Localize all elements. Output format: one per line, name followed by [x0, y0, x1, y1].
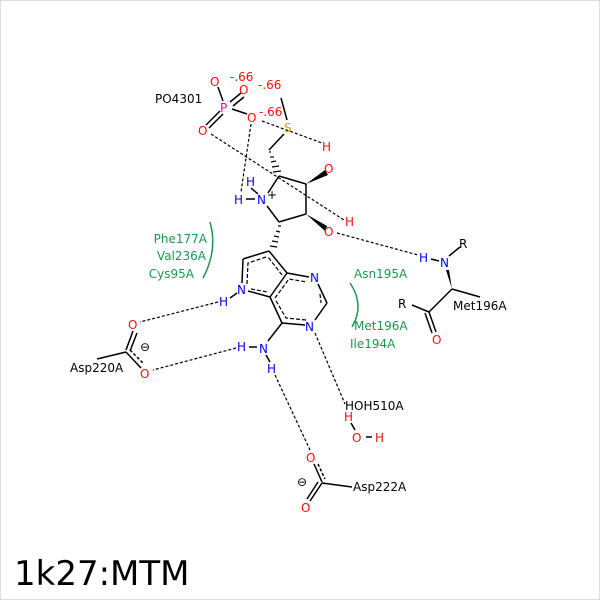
hydrogen-atom: H: [234, 193, 243, 207]
oxygen-atom: O: [198, 124, 207, 138]
residue-label-met196: Met196A: [453, 299, 507, 313]
charge-label: -.66: [230, 70, 253, 84]
nitrogen-atom: N: [257, 193, 266, 207]
hydrogen-atom: H: [246, 175, 255, 189]
nitrogen-atom: N: [237, 283, 246, 297]
oxygen-atom: O: [128, 318, 137, 332]
hydrogen-atom: H: [345, 215, 354, 229]
hbond: [274, 374, 311, 451]
hydrogen-atom: H: [237, 340, 246, 354]
oxygen-atom: O: [301, 501, 310, 515]
nitrogen-atom: N: [310, 271, 319, 285]
diagram-title: 1k27:MTM: [14, 554, 189, 594]
hydrophobic-residue: Met196A: [354, 319, 408, 333]
hbond: [210, 133, 345, 221]
hydrogen-atom: H: [419, 251, 428, 265]
hydrophobic-residue: Val236A: [157, 249, 207, 263]
hydrogen-atom: H: [219, 295, 228, 309]
oxygen-atom: O: [140, 367, 149, 381]
hydrogen-bonds: [139, 120, 419, 451]
hydrogen-atom: H: [322, 140, 331, 154]
hydrophobic-residue: Phe177A: [154, 232, 208, 246]
nitrogen-atom: N: [440, 256, 449, 270]
nitrogen-atom: N: [259, 342, 268, 356]
r-group: R: [459, 237, 467, 251]
residue-label-po4: PO4301: [155, 92, 202, 106]
hydrophobic-arc: [202, 221, 214, 279]
hbond: [314, 332, 346, 405]
residue-label-asp222: Asp222A: [353, 480, 407, 494]
nitrogen-atom: N: [305, 320, 314, 334]
residue-label-asp220: Asp220A: [70, 361, 124, 375]
bonds: [96, 86, 481, 502]
oxygen-atom: O: [306, 451, 315, 465]
sulfur-atom: S: [284, 121, 292, 135]
atom-labels: O -.66 O -.66 P O -.66 O S H O H H N + H…: [128, 70, 467, 515]
oxygen-atom: O: [324, 162, 333, 176]
hydrophobic-residue: Ile194A: [350, 337, 396, 351]
hydrogen-atom: H: [375, 431, 384, 445]
oxygen-atom: O: [239, 83, 248, 97]
r-group: R: [398, 297, 406, 311]
charge-label: -.66: [259, 105, 282, 119]
hydrophobic-arc: [349, 282, 359, 328]
oxygen-atom: O: [247, 111, 256, 125]
negative-charge: ⊖: [297, 475, 307, 489]
oxygen-atom: O: [432, 333, 441, 347]
residue-labels: PO4301 Asp220A Asp222A HOH510A Met196A: [70, 92, 507, 494]
charge-label: -.66: [258, 78, 281, 92]
hbond: [152, 347, 237, 371]
hydrophobic-labels: Phe177A Val236A Cys95A Asn195A Met196A I…: [149, 232, 409, 351]
hbond: [336, 232, 419, 256]
negative-charge: ⊖: [140, 340, 150, 354]
residue-label-water: HOH510A: [345, 399, 404, 413]
hydrogen-atom: H: [267, 362, 276, 376]
hbond: [261, 120, 323, 144]
hbond: [240, 123, 252, 193]
hydrogen-atom: H: [344, 410, 353, 424]
hydrophobic-residue: Cys95A: [149, 267, 195, 281]
positive-charge: +: [267, 188, 277, 202]
hbond: [139, 301, 219, 323]
oxygen-atom: O: [352, 431, 361, 445]
hydrophobic-residue: Asn195A: [354, 267, 408, 281]
oxygen-atom: O: [324, 225, 333, 239]
oxygen-atom: O: [210, 75, 219, 89]
phosphorus-atom: P: [220, 101, 227, 115]
